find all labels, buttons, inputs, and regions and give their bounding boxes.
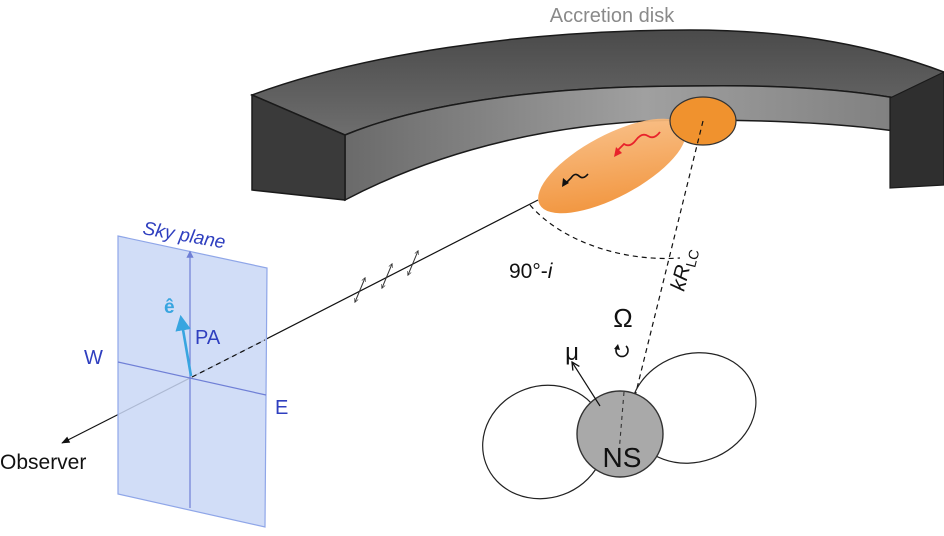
accretion-disk-label: Accretion disk [550, 5, 675, 27]
ns-label: NS [603, 442, 642, 473]
spin-arrow-head [614, 344, 620, 350]
disk-inner-wall [344, 84, 944, 202]
sight-line-behind-plane [191, 339, 266, 378]
red-photon-head [614, 147, 622, 157]
west-label: W [84, 347, 103, 369]
mu-arrow [572, 362, 601, 407]
disk-left-face [251, 93, 346, 201]
east-label: E [275, 397, 288, 419]
polarization-arrow-3 [408, 251, 418, 275]
pa-label: PA [195, 327, 221, 349]
e-hat-label: ê [164, 297, 175, 318]
disk-right-face [889, 71, 944, 189]
observer-label: Observer [0, 451, 86, 474]
geometry-lines [529, 120, 704, 466]
polarization-arrow-2 [382, 264, 392, 288]
mu-label: μ [565, 339, 579, 366]
e-vector-arrow [175, 314, 193, 377]
angle-label-main: 90°- [509, 260, 548, 283]
polarization-arrow-1 [355, 278, 365, 302]
accretion-disk: Accretion disk [249, 5, 944, 202]
sky-plane: Sky plane ê PA W E [84, 218, 288, 528]
orange-plume [538, 118, 686, 214]
light-cylinder-label: kRLC [667, 245, 703, 294]
black-photon-head [562, 178, 569, 187]
sky-plane-panel [117, 235, 268, 528]
sky-horizontal-axis [117, 361, 267, 396]
neutron-star-system: NS μ Ω [482, 303, 757, 500]
lc-subscript: LC [682, 248, 702, 269]
angle-label: 90°-i [509, 260, 554, 283]
angle-label-var: i [548, 260, 554, 283]
black-photon-arrow [564, 173, 589, 185]
red-photon-arrow [617, 131, 661, 151]
angle-arc [529, 204, 681, 260]
omega-label: Ω [613, 303, 632, 333]
